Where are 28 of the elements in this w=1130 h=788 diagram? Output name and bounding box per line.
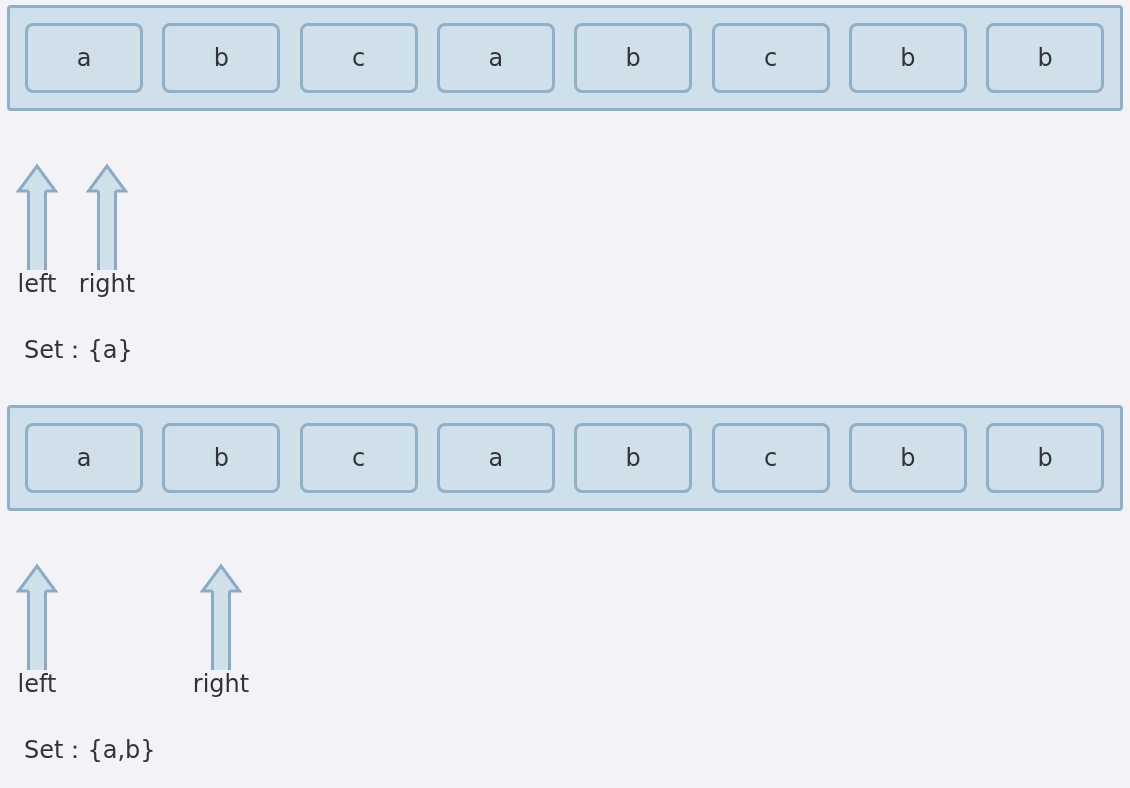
array-panel [7,405,1123,511]
array-item: c [299,23,418,93]
set-note: Set：{a,b} [24,736,156,764]
pointer-arrow [17,564,57,670]
array-item: a [25,23,143,93]
array-item: a [436,423,555,493]
array-panel [7,5,1123,111]
array-item: c [299,423,418,493]
array-item: c [711,23,830,93]
array-item: a [25,423,143,493]
set-note: Set：{a} [24,336,133,364]
array-item: b [986,423,1105,493]
pointer-label: right [78,270,136,298]
array-item: b [848,423,967,493]
pointer-label: left [17,270,57,298]
array-item: c [711,423,830,493]
pointer-arrow [201,564,241,670]
pointer-label: left [17,670,57,698]
array-item: a [436,23,555,93]
array-item: b [162,423,281,493]
pointer-arrow [87,164,127,270]
array-item: b [162,23,281,93]
array-item: b [574,423,693,493]
pointer-arrow [17,164,57,270]
array-item: b [574,23,693,93]
array-item: b [986,23,1105,93]
pointer-label: right [192,670,250,698]
array-item: b [848,23,967,93]
